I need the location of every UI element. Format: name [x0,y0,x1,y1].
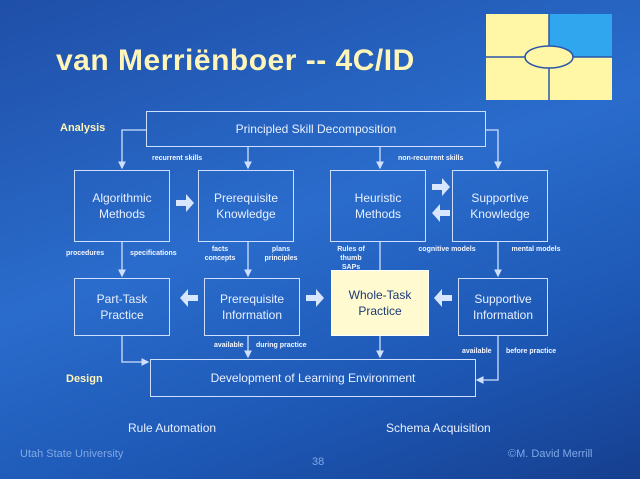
before-practice-label: before practice [506,348,557,355]
specifications-label: specifications [130,250,177,257]
mental-models-label: mental models [511,246,561,253]
slide-title: van Merriënboer -- 4C/ID [56,44,415,77]
schema-acquisition-label: Schema Acquisition [386,421,491,435]
non-recurrent-skills-label: non-recurrent skills [398,155,464,162]
rule-automation-label: Rule Automation [128,421,217,435]
university-label: Utah State University [20,448,124,460]
facts-concepts-label: facts concepts [204,246,236,262]
copyright-label: ©M. David Merrill [508,448,593,460]
part-task-practice-box: Part-Task Practice [74,278,170,336]
rules-of-thumb-label: Rules of thumb SAPs [337,246,365,271]
four-component-logo-icon [486,14,612,100]
available-before-label: available [462,348,492,355]
cognitive-models-label: cognitive models [418,246,476,253]
prerequisite-knowledge-box: Prerequisite Knowledge [198,170,294,242]
plans-principles-label: plans principles [264,246,298,262]
heuristic-methods-box: Heuristic Methods [330,170,426,242]
page-number: 38 [312,456,325,468]
algorithmic-methods-box: Algorithmic Methods [74,170,170,242]
development-of-learning-environment-box: Development of Learning Environment [150,359,476,397]
procedures-label: procedures [66,250,105,257]
supportive-knowledge-box: Supportive Knowledge [452,170,548,242]
recurrent-skills-label: recurrent skills [152,155,203,162]
whole-task-practice-box: Whole-Task Practice [331,270,429,336]
supportive-information-box: Supportive Information [458,278,548,336]
analysis-label: Analysis [60,122,106,134]
prerequisite-information-box: Prerequisite Information [204,278,300,336]
available-during-label: available [214,342,244,349]
principled-skill-decomposition-box: Principled Skill Decomposition [146,111,486,147]
during-practice-label: during practice [256,342,307,349]
design-label: Design [66,373,103,385]
